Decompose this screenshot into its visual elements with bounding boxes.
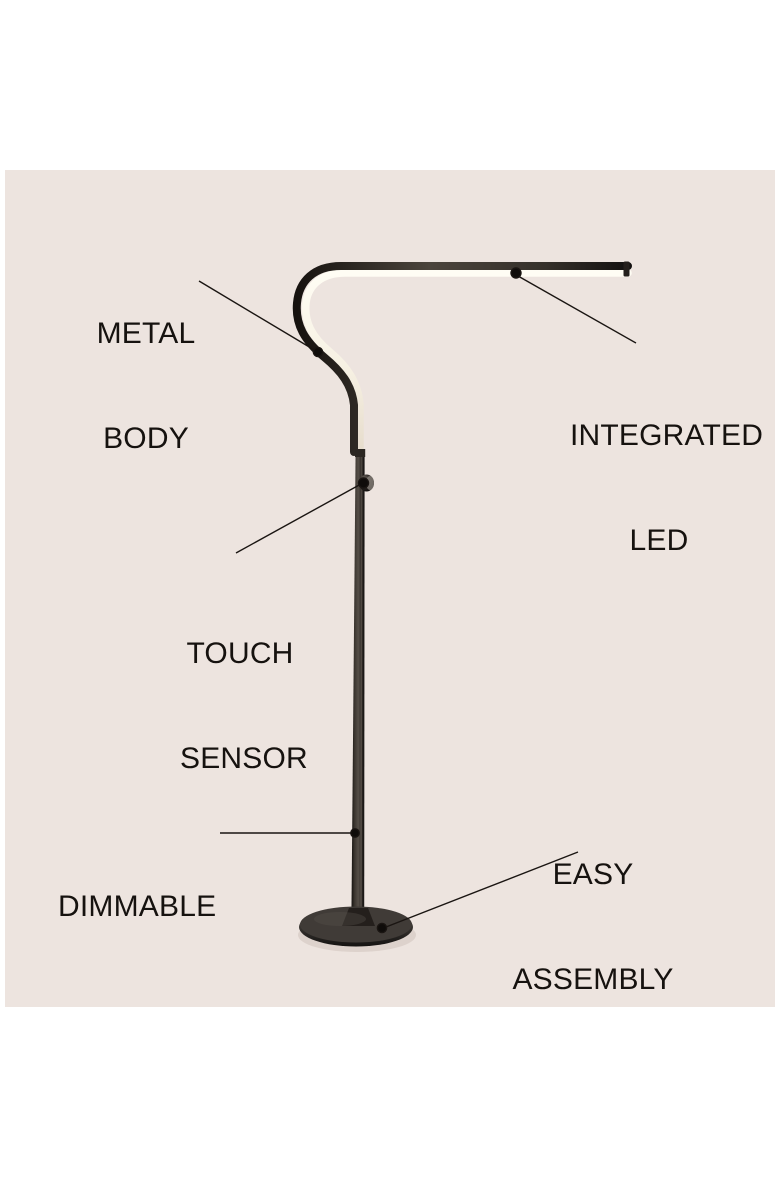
product-image-panel <box>5 170 775 1007</box>
lamp-pole-collar <box>355 449 366 457</box>
callout-label-easy-assembly: EASY ASSEMBLY <box>508 787 678 1067</box>
leader-easy-assembly <box>376 851 579 934</box>
callout-line-2: BODY <box>103 422 189 455</box>
lamp-arm-end-cap <box>623 261 630 277</box>
callout-line-2: ASSEMBLY <box>512 963 674 996</box>
lamp-pole <box>351 450 365 918</box>
led-strip <box>301 269 632 456</box>
lamp-base-highlight <box>314 912 366 926</box>
callout-line-1: EASY <box>552 858 634 891</box>
callout-line-1: INTEGRATED <box>570 419 764 452</box>
callout-line-1: DIMMABLE <box>58 890 217 923</box>
leader-dimmable <box>220 828 360 838</box>
lamp-pole-highlight <box>360 452 363 915</box>
callout-line-1: TOUCH <box>186 637 294 670</box>
callout-label-dimmable: DIMMABLE <box>58 819 258 994</box>
callout-line-2: SENSOR <box>180 742 308 775</box>
leader-integrated-led <box>510 267 637 344</box>
leader-metal-body <box>198 280 324 358</box>
callout-leader-lines <box>198 267 637 934</box>
callout-line-1: METAL <box>96 317 196 350</box>
callout-label-integrated-led: INTEGRATED LED <box>570 348 764 628</box>
callout-label-metal-body: METAL BODY <box>96 246 196 526</box>
callout-line-2: LED <box>629 524 689 557</box>
lamp-base-stem-fillet <box>342 908 375 926</box>
lamp-metal-body <box>292 262 632 456</box>
callout-label-touch-sensor: TOUCH SENSOR <box>180 566 308 846</box>
leader-touch-sensor <box>235 477 370 554</box>
